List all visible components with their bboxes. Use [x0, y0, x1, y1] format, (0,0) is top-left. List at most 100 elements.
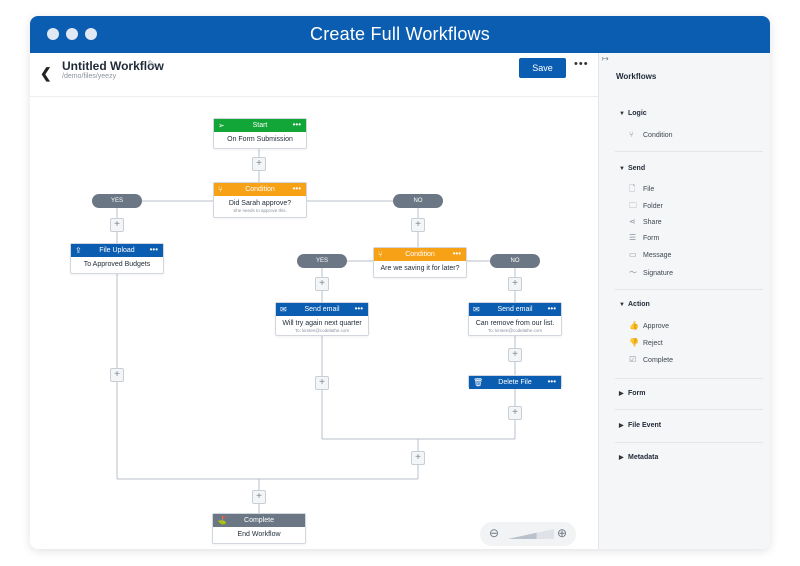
send-email-node[interactable]: ✉ Send email ••• Can remove from our lis… [468, 302, 562, 336]
sidebar-item-label: Message [643, 252, 672, 259]
node-menu-button[interactable]: ••• [292, 184, 301, 193]
condition-node[interactable]: ⑂ Condition ••• Did Sarah approve? She n… [213, 182, 307, 218]
node-menu-button[interactable]: ••• [149, 245, 158, 254]
node-menu-button[interactable]: ••• [452, 249, 461, 258]
caret-down-icon: ▼ [619, 111, 625, 117]
caret-down-icon: ▼ [619, 302, 625, 308]
sidebar-item-message[interactable]: ▭ Message [629, 250, 671, 259]
zoom-in-icon[interactable]: ⊕ [557, 526, 568, 540]
thumbs-up-icon: 👍 [629, 321, 639, 330]
sidebar-item-signature[interactable]: 〜Signature [629, 267, 673, 278]
window-dot-close[interactable] [47, 28, 59, 40]
workflow-header: ❮ Untitled Workflow /demo/files/yeezy ✎ … [30, 53, 598, 97]
section-label: Metadata [628, 454, 659, 461]
divider [615, 289, 763, 290]
zoom-out-icon[interactable]: ⊖ [489, 526, 500, 540]
condition-node-title: Condition [405, 251, 435, 258]
window-dot-maximize[interactable] [85, 28, 97, 40]
node-menu-button[interactable]: ••• [354, 304, 363, 313]
sidebar-item-approve[interactable]: 👍 Approve [629, 321, 669, 330]
add-step-button[interactable]: + [508, 406, 522, 420]
section-send[interactable]: ▼Send [619, 165, 645, 172]
sidebar-item-reject[interactable]: 👎Reject [629, 338, 663, 347]
signature-icon: 〜 [629, 268, 637, 277]
add-step-button[interactable]: + [110, 368, 124, 382]
divider [615, 409, 763, 410]
start-node-header: ➢ Start ••• [214, 119, 306, 132]
section-form[interactable]: ▶Form [619, 390, 646, 397]
sidebar-item-share[interactable]: ⋖ Share [629, 217, 662, 226]
checkbox-icon: ☑ [629, 355, 637, 364]
back-button[interactable]: ❮ [40, 65, 52, 81]
node-menu-button[interactable]: ••• [547, 304, 556, 313]
add-step-button[interactable]: + [315, 376, 329, 390]
caret-right-icon: ▶ [619, 423, 624, 429]
add-step-button[interactable]: + [315, 277, 329, 291]
mail-icon: ✉ [473, 305, 480, 314]
start-node[interactable]: ➢ Start ••• On Form Submission [213, 118, 307, 149]
branch-icon: ⑂ [629, 130, 634, 139]
condition-node-header: ⑂ Condition ••• [214, 183, 306, 196]
section-action[interactable]: ▼Action [619, 301, 650, 308]
send-email-node[interactable]: ✉ Send email ••• Will try again next qua… [275, 302, 369, 336]
add-step-button[interactable]: + [252, 157, 266, 171]
branch-icon: ⑂ [218, 185, 223, 194]
sidebar-item-form[interactable]: ☰Form [629, 233, 659, 242]
caret-right-icon: ▶ [619, 455, 624, 461]
node-menu-button[interactable]: ••• [547, 377, 556, 386]
add-step-button[interactable]: + [411, 451, 425, 465]
start-node-body: On Form Submission [227, 136, 293, 143]
divider [615, 151, 763, 152]
send-email-node-body: Can remove from our list. [475, 320, 555, 327]
sidebar-item-file[interactable]: 🗋File [629, 183, 654, 197]
trash-icon: 🗑 [473, 378, 484, 387]
file-upload-node[interactable]: ⇪ File Upload ••• To Approved Budgets [70, 243, 164, 274]
sidebar-item-complete[interactable]: ☑ Complete [629, 355, 673, 364]
app-window: Create Full Workflows ❮ Untitled Workflo… [30, 16, 770, 549]
section-label: Send [628, 165, 646, 172]
section-label: Action [628, 301, 650, 308]
workflow-path: /demo/files/yeezy [62, 73, 117, 80]
zoom-slider[interactable] [508, 528, 554, 540]
sidebar-item-label: Folder [643, 203, 663, 210]
collapse-icon[interactable]: ↦ [602, 54, 609, 63]
yes-branch-pill: YES [297, 254, 347, 268]
complete-node-header: ⛳ Complete [213, 514, 305, 527]
node-menu-button[interactable]: ••• [292, 120, 301, 129]
section-file-event[interactable]: ▶ File Event [619, 422, 661, 429]
sidebar-item-label: Condition [643, 132, 673, 139]
section-logic[interactable]: ▼Logic [619, 110, 647, 117]
message-icon: ▭ [629, 250, 637, 259]
share-icon: ⋖ [629, 217, 636, 226]
section-metadata[interactable]: ▶ Metadata [619, 454, 658, 461]
zoom-control: ⊖ ⊕ [480, 522, 576, 546]
section-label: Form [628, 390, 646, 397]
add-step-button[interactable]: + [411, 218, 425, 232]
sidebar-item-label: Complete [643, 357, 673, 364]
window-dot-minimize[interactable] [66, 28, 78, 40]
sidebar-item-folder[interactable]: 🗀Folder [629, 200, 663, 214]
sidebar-item-label: Approve [643, 323, 670, 330]
sidebar-title: Workflows [616, 72, 657, 81]
send-email-node-body: Will try again next quarter [282, 320, 362, 327]
condition-node-title: Condition [245, 186, 275, 193]
add-step-button[interactable]: + [508, 277, 522, 291]
condition-node-subtext: She needs to approve this. [233, 208, 287, 213]
thumbs-down-icon: 👎 [629, 338, 639, 347]
workflow-canvas[interactable]: ➢ Start ••• On Form Submission + ⑂ Condi… [30, 98, 598, 549]
edit-icon[interactable]: ✎ [147, 59, 157, 71]
sidebar-item-label: Share [643, 219, 662, 226]
sidebar-item-condition[interactable]: ⑂ Condition [629, 130, 673, 139]
add-step-button[interactable]: + [110, 218, 124, 232]
save-button[interactable]: Save [519, 58, 566, 78]
condition-node[interactable]: ⑂ Condition ••• Are we saving it for lat… [373, 247, 467, 278]
add-step-button[interactable]: + [508, 348, 522, 362]
complete-node[interactable]: ⛳ Complete End Workflow [212, 513, 306, 544]
delete-file-node[interactable]: 🗑 Delete File ••• [468, 375, 562, 389]
file-upload-node-body: To Approved Budgets [83, 261, 151, 268]
section-label: File Event [628, 422, 662, 429]
branch-icon: ⑂ [378, 250, 383, 259]
add-step-button[interactable]: + [252, 490, 266, 504]
more-options-button[interactable]: ••• [574, 58, 589, 70]
send-email-node-recipient: To: kirsten@codelathe.com [294, 328, 350, 333]
